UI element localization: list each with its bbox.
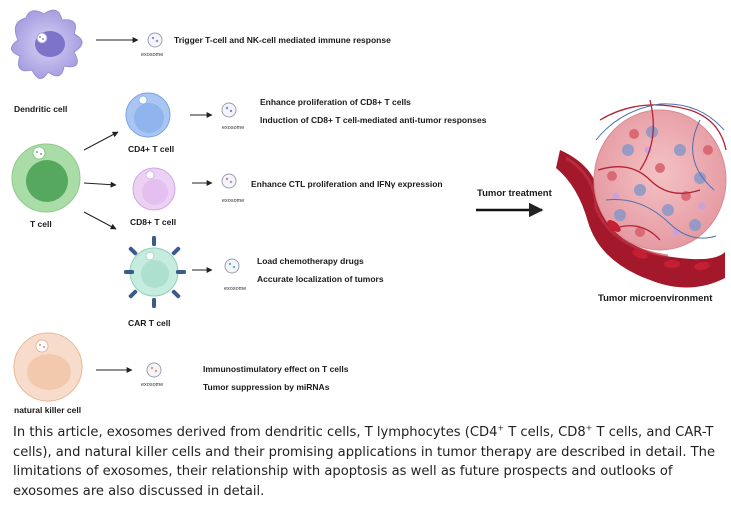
exosome-label-car-t: exosome xyxy=(224,286,247,292)
nk-cell-label: natural killer cell xyxy=(14,405,82,415)
exosome-label-cd8: exosome xyxy=(222,198,245,204)
exosome-icon-car-t xyxy=(224,258,240,274)
cd4-t-cell-label: CD4+ T cell xyxy=(128,144,175,154)
tumor-microenvironment-label: Tumor microenvironment xyxy=(598,293,713,304)
cd4-t-cell-icon xyxy=(125,92,171,138)
exosome-label-cd4: exosome xyxy=(222,125,245,131)
exosome-icon-nk xyxy=(146,362,162,378)
nk-effect-2: Tumor suppression by miRNAs xyxy=(203,382,330,392)
t-cell-icon xyxy=(11,143,81,213)
nk-effect-1: Immunostimulatory effect on T cells xyxy=(203,364,349,374)
car-t-effect-1: Load chemotherapy drugs xyxy=(257,256,364,266)
car-t-cell-label: CAR T cell xyxy=(128,318,171,328)
cd8-t-cell-icon xyxy=(132,167,176,211)
exosome-icon-dc xyxy=(147,32,163,48)
figure-caption: In this article, exosomes derived from d… xyxy=(13,423,725,501)
caption-part-3: T cells, and CAR-T cells), and natural k… xyxy=(13,425,715,499)
dendritic-cell-icon xyxy=(11,9,83,79)
dendritic-cell-label: Dendritic cell xyxy=(14,104,68,114)
diagram xyxy=(11,9,727,402)
car-t-cell-icon xyxy=(124,236,186,308)
caption-part-2: T cells, CD8 xyxy=(504,425,586,440)
exosome-label-dc: exosome xyxy=(141,52,164,58)
exosome-icon-cd8 xyxy=(221,173,237,189)
t-cell-label: T cell xyxy=(30,219,52,229)
cd8-effect-1: Enhance CTL proliferation and IFNγ expre… xyxy=(251,179,443,189)
caption-sup-2: + xyxy=(585,423,593,433)
caption-sup-1: + xyxy=(497,423,505,433)
nk-cell-icon xyxy=(13,332,83,402)
caption-part-1: In this article, exosomes derived from d… xyxy=(13,425,498,440)
cd4-effect-1: Enhance proliferation of CD8+ T cells xyxy=(260,97,411,107)
exosome-label-nk: exosome xyxy=(141,382,164,388)
cd8-t-cell-label: CD8+ T cell xyxy=(130,217,177,227)
tumor-treatment-label: Tumor treatment xyxy=(477,188,552,199)
cd4-effect-2: Induction of CD8+ T cell-mediated anti-t… xyxy=(260,115,487,125)
dc-effect-1: Trigger T-cell and NK-cell mediated immu… xyxy=(174,35,391,45)
tumor-microenvironment-illustration xyxy=(556,99,727,288)
exosome-icon-cd4 xyxy=(221,102,237,118)
car-t-effect-2: Accurate localization of tumors xyxy=(257,274,384,284)
